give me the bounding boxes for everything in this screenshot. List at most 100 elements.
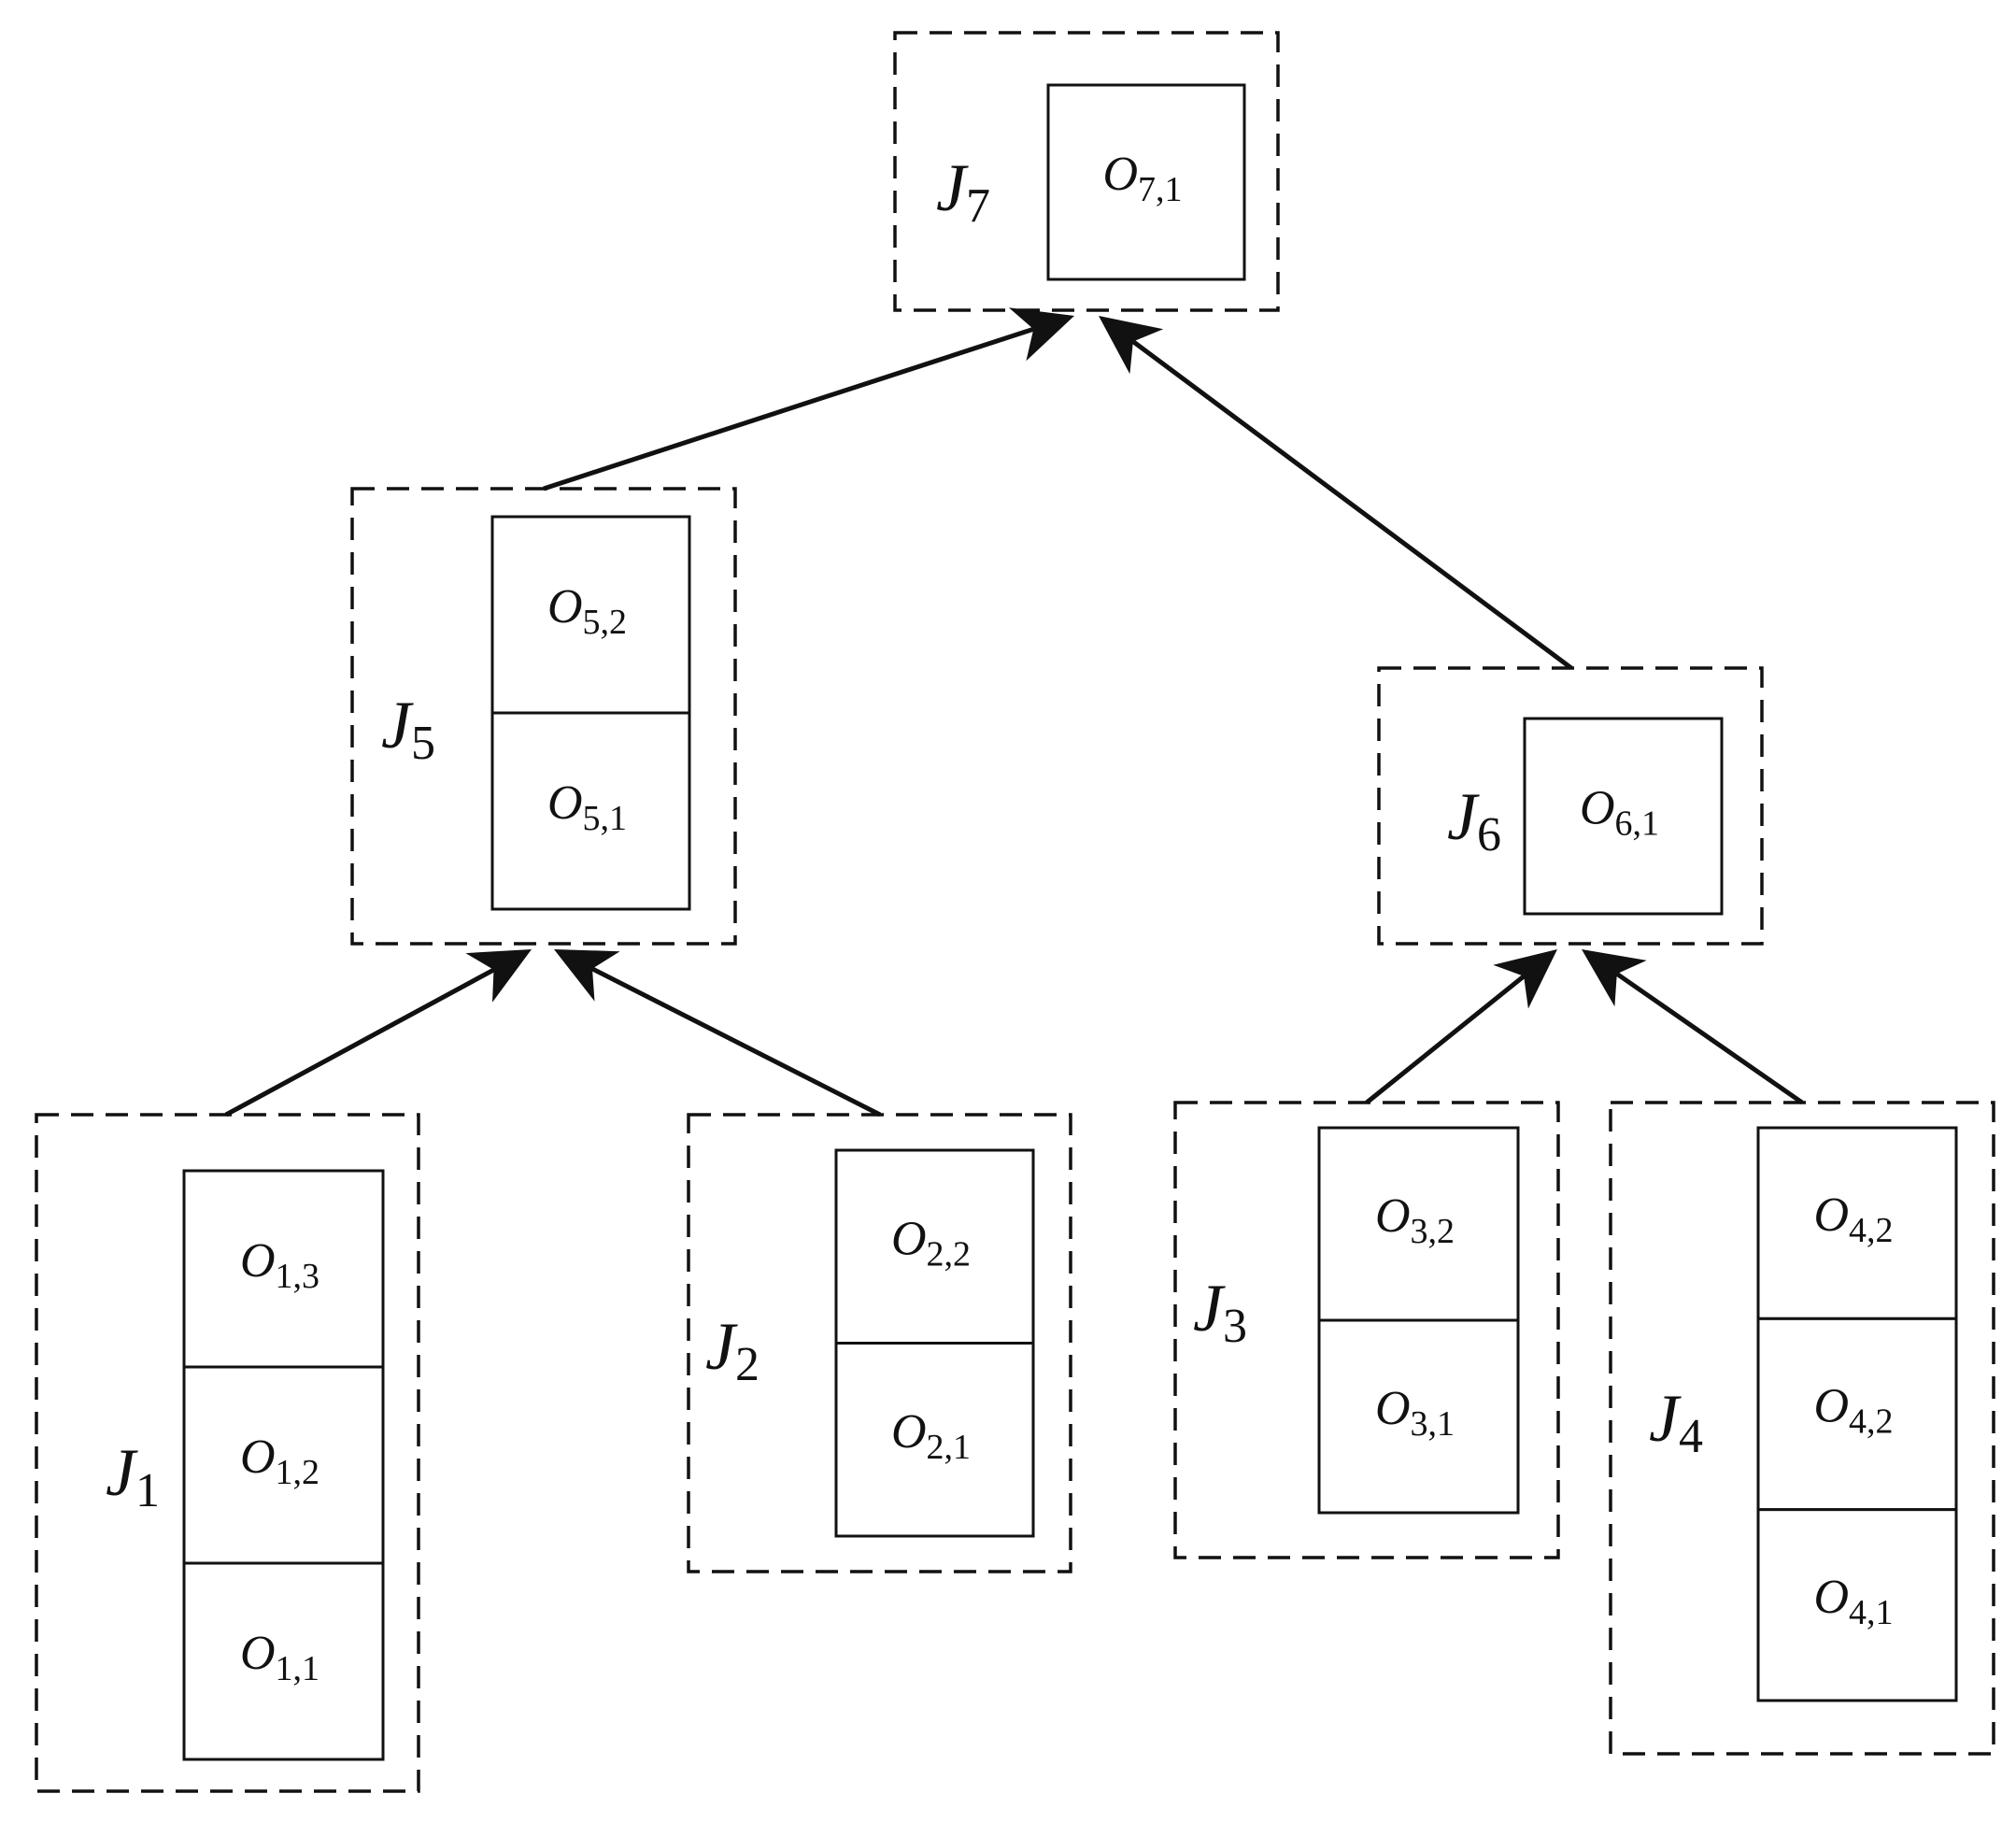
job-j5-label-letter: J	[381, 688, 414, 762]
op-j2-1-label-letter: O	[891, 1212, 927, 1265]
job-j2: O2,2O2,1J2	[687, 1113, 1072, 1573]
op-j2-1-label-subscript: 2,2	[927, 1234, 972, 1274]
job-j1-frame	[35, 1113, 420, 1793]
job-j7-label: J7	[936, 150, 990, 233]
op-j4-2-label-subscript: 4,2	[1849, 1402, 1894, 1442]
edge-j1-to-j5-arrowhead	[465, 949, 532, 1003]
edge-j4-to-j6-line	[1615, 972, 1804, 1105]
op-j4-1-cell	[1756, 1126, 1958, 1320]
op-j4-2-label: O4,2	[1813, 1380, 1893, 1442]
job-j4-label-subscript: 4	[1679, 1410, 1703, 1463]
job-j6-label: J6	[1447, 779, 1501, 861]
edge-j2-to-j5-arrowhead	[554, 949, 620, 1002]
jobs-layer: O7,1J7O5,2O5,1J5O6,1J6O1,3O1,2O1,1J1O2,2…	[35, 31, 1995, 1793]
op-j5-1-label-letter: O	[547, 580, 583, 633]
op-j2-1-cell	[834, 1148, 1035, 1345]
edge-j1-to-j5	[224, 949, 532, 1117]
op-j5-2-label: O5,1	[547, 776, 627, 838]
op-j4-3-label-letter: O	[1813, 1571, 1849, 1624]
edge-j5-to-j7	[543, 307, 1074, 491]
op-j1-3-cell	[182, 1561, 385, 1761]
op-j2-2-label-subscript: 2,1	[927, 1428, 972, 1467]
op-j4-2-label-letter: O	[1813, 1380, 1849, 1433]
job-j5-label: J5	[381, 688, 435, 770]
job-j3-label-subscript: 3	[1223, 1300, 1247, 1353]
op-j3-2-label-letter: O	[1375, 1382, 1411, 1435]
job-j7-label-letter: J	[936, 150, 969, 225]
job-j3-label: J3	[1193, 1271, 1247, 1353]
job-j1-label: J1	[106, 1435, 160, 1517]
op-j2-1-label: O2,2	[891, 1212, 971, 1274]
op-j5-2-label-subscript: 5,1	[583, 799, 628, 838]
job-j7-frame	[893, 31, 1280, 312]
job-j1-label-letter: J	[106, 1435, 138, 1510]
job-j5-label-subscript: 5	[411, 717, 435, 770]
job-j5: O5,2O5,1J5	[350, 487, 737, 946]
edge-j6-to-j7	[1099, 316, 1573, 671]
op-j5-2-cell	[490, 711, 691, 911]
op-j3-1-label-letter: O	[1375, 1189, 1411, 1243]
op-j1-3-label-subscript: 1,1	[276, 1649, 320, 1688]
edge-j4-to-j6-arrowhead	[1582, 949, 1647, 1007]
job-j7: O7,1 J7	[893, 31, 1280, 312]
op-j1-1-label-letter: O	[240, 1234, 276, 1288]
job-j7-label-subscript: 7	[966, 179, 990, 233]
op-j1-1-label: O1,3	[240, 1234, 319, 1296]
op-j2-2-cell	[834, 1342, 1035, 1538]
op-j6-1-label: O6,1	[1580, 782, 1659, 844]
op-j4-3-cell	[1756, 1508, 1958, 1702]
job-j2-label-letter: J	[705, 1309, 738, 1384]
edges-layer	[224, 307, 1804, 1117]
job-j4-frame	[1609, 1101, 1995, 1756]
op-j1-2-cell	[182, 1365, 385, 1565]
op-j4-1-label-subscript: 4,2	[1849, 1211, 1894, 1250]
job-j2-frame	[687, 1113, 1072, 1573]
op-j3-1-cell	[1317, 1126, 1520, 1322]
op-j5-1-label: O5,2	[547, 580, 627, 642]
op-j5-1-cell	[490, 515, 691, 715]
edge-j3-to-j6-line	[1365, 974, 1526, 1104]
edge-j1-to-j5-line	[224, 967, 495, 1117]
job-j6-label-subscript: 6	[1477, 808, 1501, 861]
op-j5-1-label-subscript: 5,2	[583, 603, 628, 642]
job-j3-frame	[1173, 1101, 1560, 1559]
op-j1-2-label: O1,2	[240, 1431, 319, 1492]
edge-j2-to-j5-line	[590, 966, 882, 1117]
op-j1-2-label-letter: O	[240, 1431, 276, 1484]
op-j6-1-label-subscript: 6,1	[1615, 804, 1660, 844]
job-j2-label-subscript: 2	[735, 1338, 760, 1391]
op-j6-1-label-letter: O	[1580, 782, 1615, 835]
job-j6: O6,1 J6	[1377, 666, 1764, 946]
op-j1-1-label-subscript: 1,3	[276, 1257, 320, 1296]
job-j5-frame	[350, 487, 737, 946]
job-j4: O4,2O4,2O4,1J4	[1609, 1101, 1995, 1756]
job-j6-frame	[1377, 666, 1764, 946]
job-j3: O3,2O3,1J3	[1173, 1101, 1560, 1559]
edge-j3-to-j6	[1365, 949, 1557, 1104]
op-j4-1-label-letter: O	[1813, 1189, 1849, 1242]
op-j7-1-label-letter: O	[1102, 148, 1138, 201]
op-j3-1-label-subscript: 3,2	[1411, 1212, 1455, 1251]
op-j3-1-label: O3,2	[1375, 1189, 1455, 1251]
op-j2-2-label: O2,1	[891, 1405, 971, 1467]
op-j7-1-label-subscript: 7,1	[1138, 170, 1183, 209]
edge-j5-to-j7-line	[543, 326, 1035, 491]
op-j7-1-label: O7,1	[1102, 148, 1182, 209]
edge-j5-to-j7-arrowhead	[1008, 307, 1074, 362]
job-j1-label-subscript: 1	[135, 1464, 160, 1517]
op-j3-2-label-subscript: 3,1	[1411, 1404, 1455, 1444]
op-j4-1-label: O4,2	[1813, 1189, 1893, 1250]
op-j4-3-label-subscript: 4,1	[1849, 1593, 1894, 1632]
op-j5-2-label-letter: O	[547, 776, 583, 830]
op-j1-3-label: O1,1	[240, 1627, 319, 1688]
job-j6-label-letter: J	[1447, 779, 1480, 854]
job-j2-label: J2	[705, 1309, 760, 1391]
op-j6-1-cell	[1523, 717, 1724, 916]
job-j1: O1,3O1,2O1,1J1	[35, 1113, 420, 1793]
op-j1-3-label-letter: O	[240, 1627, 276, 1680]
edge-j3-to-j6-arrowhead	[1493, 949, 1557, 1009]
op-j7-1-cell	[1046, 83, 1246, 281]
job-j4-label-letter: J	[1649, 1381, 1682, 1456]
op-j3-2-label: O3,1	[1375, 1382, 1455, 1444]
